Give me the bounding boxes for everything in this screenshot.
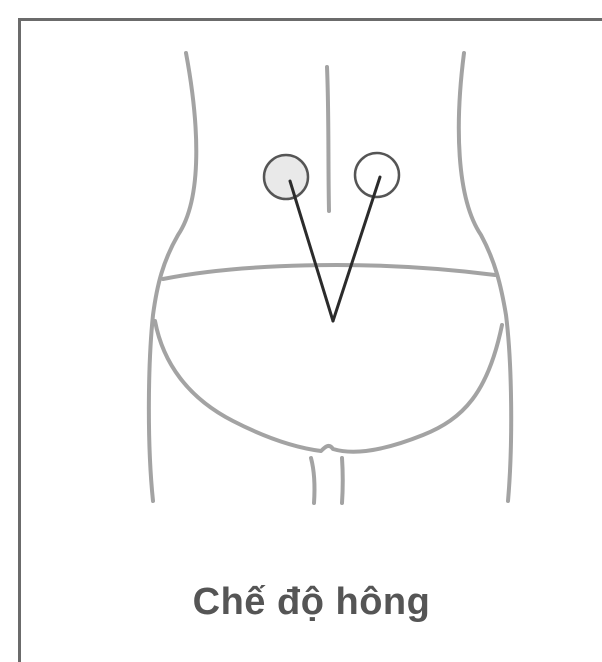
mode-label: Chế độ hông: [21, 581, 602, 624]
inner-leg-left: [311, 458, 315, 503]
waistband-line: [163, 265, 495, 279]
buttocks-outline: [155, 321, 502, 452]
hip-electrode-placement-icon: [21, 21, 602, 561]
electrode-wire-right: [333, 177, 380, 321]
spine-line: [327, 67, 329, 211]
electrode-wire-left: [290, 181, 333, 321]
mode-card[interactable]: Chế độ hông: [18, 18, 602, 662]
inner-leg-right: [342, 458, 343, 503]
electrode-pad-left: [264, 155, 308, 199]
torso-right-outline: [459, 53, 511, 501]
